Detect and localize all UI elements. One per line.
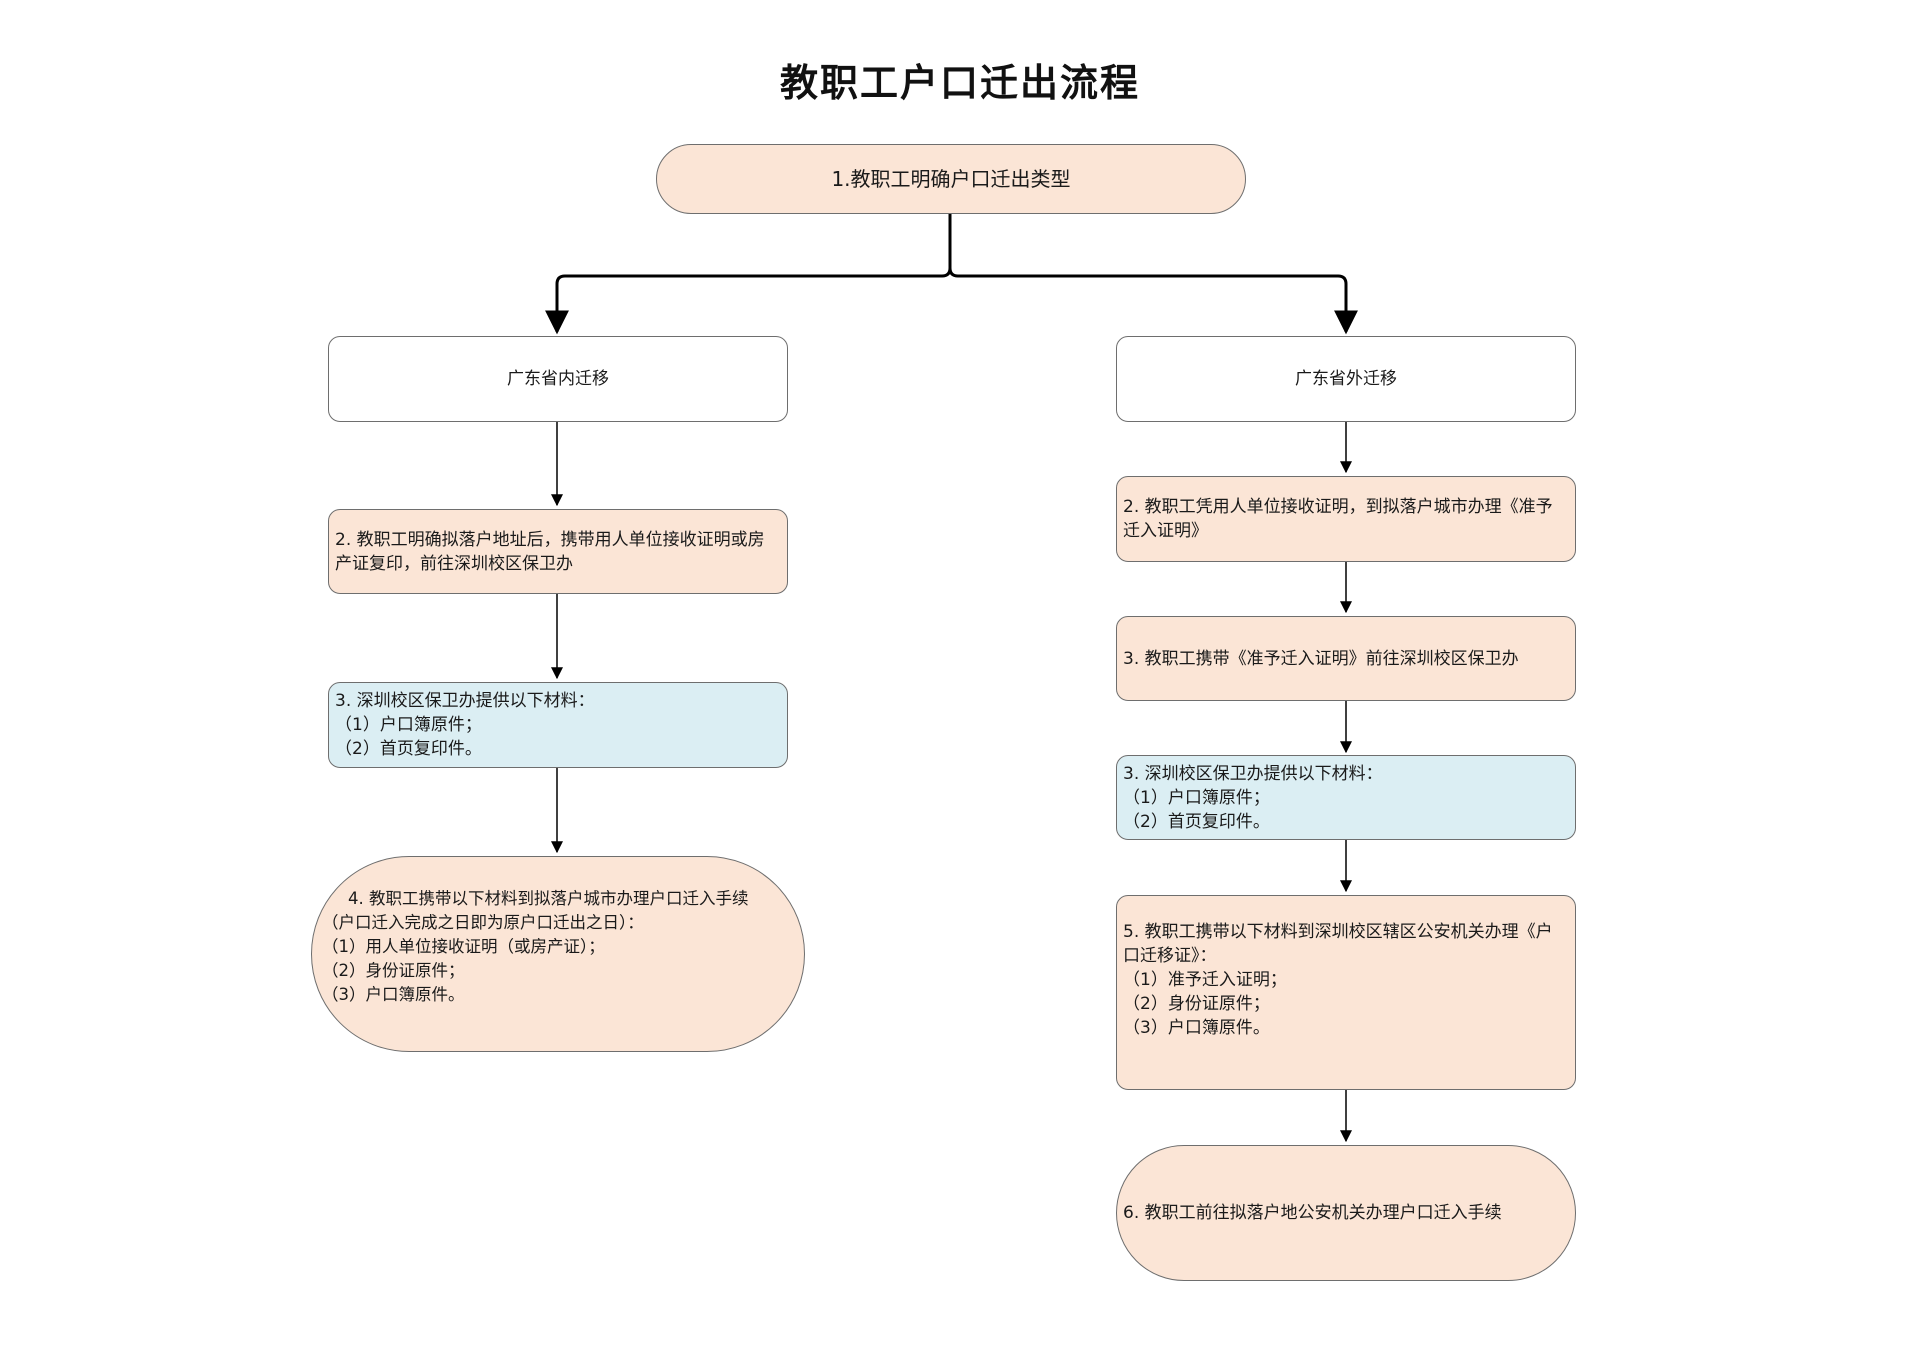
right-step6-text: 6. 教职工前往拟落户地公安机关办理户口迁入手续: [1123, 1203, 1502, 1223]
left-step4-line2: （户口迁入完成之日即为原户口迁出之日）：: [322, 913, 644, 932]
page-title: 教职工户口迁出流程: [779, 61, 1140, 105]
left-step4-line5: （3）户口簿原件。: [322, 985, 465, 1004]
left-step3-line2: （1）户口簿原件；: [335, 715, 482, 735]
right-step3a-text: 3. 教职工携带《准予迁入证明》前往深圳校区保卫办: [1123, 648, 1519, 669]
left-step4: 4. 教职工携带以下材料到拟落户城市办理户口迁入手续 （户口迁入完成之日即为原户…: [311, 856, 805, 1052]
split-connector-right: [948, 267, 1358, 335]
split-connector: [545, 214, 952, 335]
right-step3b-line3: （2）首页复印件。: [1123, 811, 1270, 832]
right-step5-line2: （1）准予迁入证明；: [1123, 970, 1287, 990]
right-step3b-line1: 3. 深圳校区保卫办提供以下材料：: [1123, 763, 1383, 784]
right-step6: 6. 教职工前往拟落户地公安机关办理户口迁入手续: [1116, 1145, 1576, 1281]
left-step3-line1: 3. 深圳校区保卫办提供以下材料：: [335, 691, 595, 711]
right-step5-line1: 5. 教职工携带以下材料到深圳校区辖区公安机关办理《户口迁移证》：: [1123, 922, 1553, 966]
left-branch-header-text: 广东省内迁移: [507, 369, 609, 389]
left-step4-line3: （1）用人单位接收证明（或房产证）；: [322, 937, 605, 956]
right-branch-header: 广东省外迁移: [1116, 336, 1576, 422]
right-step2-text: 2. 教职工凭用人单位接收证明，到拟落户城市办理《准予迁入证明》: [1123, 497, 1553, 541]
start-node: 1.教职工明确户口迁出类型: [656, 144, 1246, 214]
right-step5: 5. 教职工携带以下材料到深圳校区辖区公安机关办理《户口迁移证》： （1）准予迁…: [1116, 895, 1576, 1090]
left-step2: 2. 教职工明确拟落户地址后，携带用人单位接收证明或房产证复印，前往深圳校区保卫…: [328, 509, 788, 594]
right-branch-header-text: 广东省外迁移: [1295, 369, 1397, 389]
left-step3-line3: （2）首页复印件。: [335, 739, 482, 759]
right-step5-line4: （3）户口簿原件。: [1123, 1018, 1270, 1038]
left-step4-line4: （2）身份证原件；: [322, 961, 465, 980]
right-step3b-line2: （1）户口簿原件；: [1123, 787, 1270, 808]
left-step3: 3. 深圳校区保卫办提供以下材料： （1）户口簿原件； （2）首页复印件。: [328, 682, 788, 768]
left-step4-line1: 4. 教职工携带以下材料到拟落户城市办理户口迁入手续: [348, 889, 749, 908]
left-step2-text: 2. 教职工明确拟落户地址后，携带用人单位接收证明或房产证复印，前往深圳校区保卫…: [335, 529, 765, 574]
left-branch-header: 广东省内迁移: [328, 336, 788, 422]
start-node-text: 1.教职工明确户口迁出类型: [831, 167, 1071, 191]
right-step3b: 3. 深圳校区保卫办提供以下材料： （1）户口簿原件； （2）首页复印件。: [1116, 755, 1576, 840]
right-step5-line3: （2）身份证原件；: [1123, 994, 1270, 1014]
right-step3a: 3. 教职工携带《准予迁入证明》前往深圳校区保卫办: [1116, 616, 1576, 701]
right-step2: 2. 教职工凭用人单位接收证明，到拟落户城市办理《准予迁入证明》: [1116, 476, 1576, 562]
